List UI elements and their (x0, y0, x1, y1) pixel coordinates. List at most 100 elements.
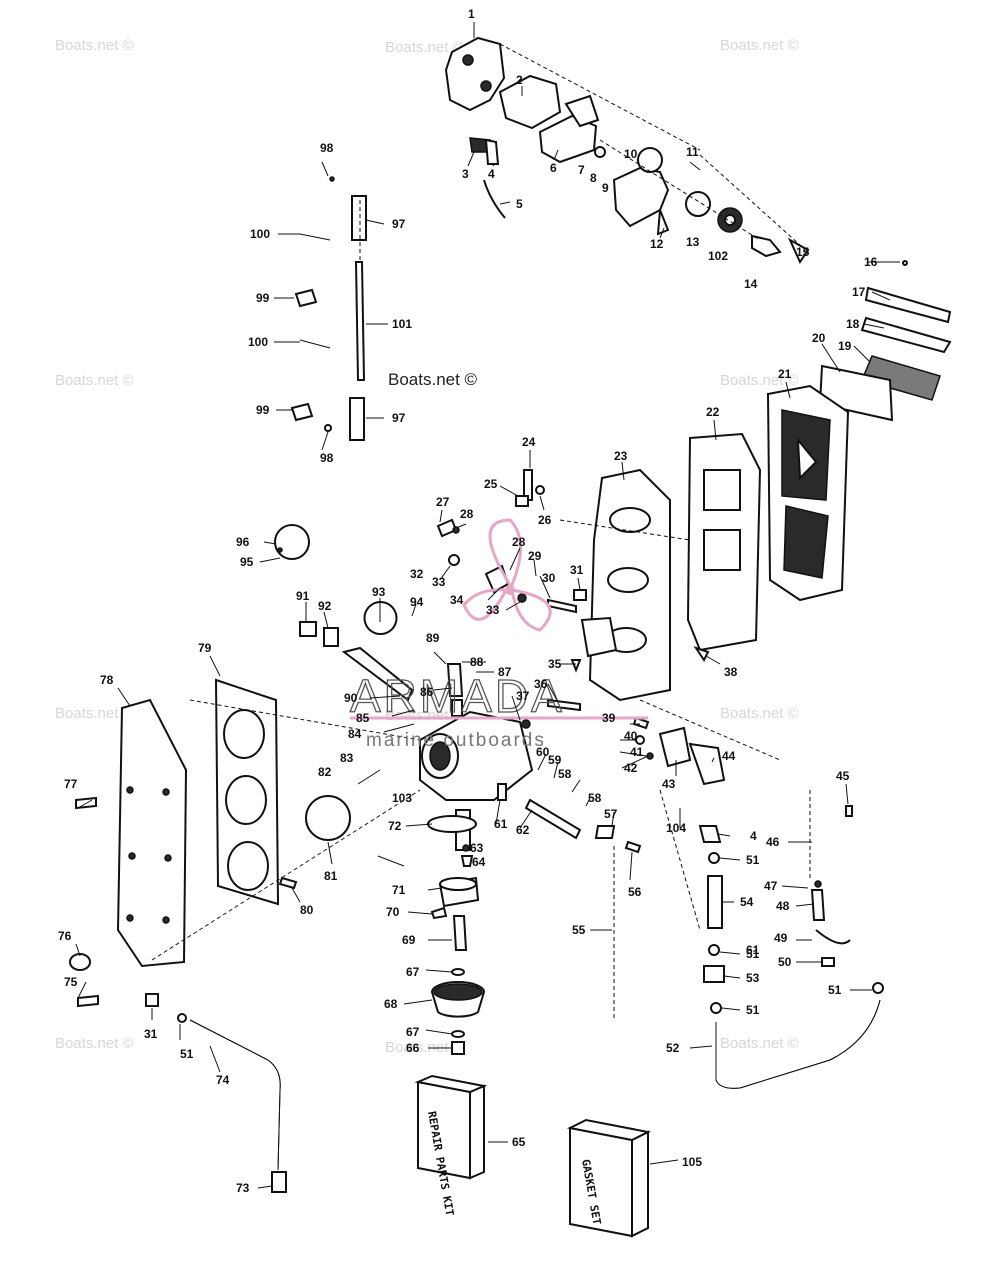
callout-label: 23 (614, 449, 628, 463)
callout-label: 68 (384, 997, 398, 1011)
callout-label: 16 (864, 255, 878, 269)
callout-label: 30 (542, 571, 556, 585)
callout-label: 31 (570, 563, 584, 577)
callout-label: 89 (426, 631, 440, 645)
callout-label: 84 (348, 727, 362, 741)
callout-label: 98 (320, 451, 334, 465)
callout-label: 59 (548, 753, 562, 767)
linkage-hardware (436, 469, 726, 786)
callout-label: 99 (256, 403, 270, 417)
brand-logo: ARMADA marine outboards (349, 518, 648, 751)
watermark: Boats.net © (385, 707, 464, 724)
callout-label: 93 (372, 585, 386, 599)
callout-label: 60 (536, 745, 550, 759)
watermark: Boats.net © (385, 1039, 464, 1056)
brand-tagline: marine outboards (366, 730, 546, 751)
reed-assembly (818, 260, 952, 422)
fuel-lines (594, 790, 884, 1089)
callout-label: 58 (588, 791, 602, 805)
callout-label: 44 (722, 749, 736, 763)
callout-label: 52 (666, 1041, 680, 1055)
callout-label: 31 (144, 1027, 158, 1041)
callout-label: 92 (318, 599, 332, 613)
callout-label: 34 (450, 593, 464, 607)
callout-label: 15 (796, 245, 810, 259)
callout-label: 67 (406, 1025, 420, 1039)
callout-label: 5 (516, 197, 523, 211)
callout-label: 97 (392, 217, 406, 231)
callout-label: 100 (248, 335, 268, 349)
callout-label: 2 (516, 73, 523, 87)
callout-label: 65 (512, 1135, 526, 1149)
callout-label: 102 (708, 249, 728, 263)
callout-label: 51 (746, 853, 760, 867)
callout-label: 29 (528, 549, 542, 563)
callout-label: 21 (778, 367, 792, 381)
callout-label: 67 (406, 965, 420, 979)
callout-label: 58 (558, 767, 572, 781)
throttle-linkage (290, 176, 367, 441)
callout-label: 28 (512, 535, 526, 549)
callout-label: 75 (64, 975, 78, 989)
float-bowl-assembly (427, 815, 486, 1055)
callout-label: 90 (344, 691, 358, 705)
callout-label: 11 (686, 145, 699, 159)
callout-label: 45 (836, 769, 850, 783)
drain-hose (145, 993, 287, 1193)
callout-label: 73 (236, 1181, 250, 1195)
callout-label: 61 (494, 817, 508, 831)
callout-label: 50 (778, 955, 792, 969)
callout-label: 69 (402, 933, 416, 947)
watermark: Boats.net © (720, 372, 799, 389)
callout-label: 3 (462, 167, 469, 181)
repair-parts-kit: REPAIR PARTS KIT (414, 1074, 488, 1217)
gasket-set: GASKET SET (566, 1118, 652, 1238)
callout-label: 6 (550, 161, 557, 175)
callout-label: 81 (324, 869, 338, 883)
callout-label: 13 (686, 235, 700, 249)
callout-label: 83 (340, 751, 354, 765)
callout-label: 24 (522, 435, 536, 449)
callout-label: 72 (388, 819, 402, 833)
callout-label: 51 (746, 947, 760, 961)
callout-label: 100 (250, 227, 270, 241)
callout-label: 22 (706, 405, 720, 419)
watermark: Boats.net © (55, 1035, 134, 1052)
callout-label: 43 (662, 777, 676, 791)
callout-label: 104 (666, 821, 686, 835)
callout-label: 63 (470, 841, 484, 855)
callout-label: 36 (534, 677, 548, 691)
callout-label: 14 (744, 277, 758, 291)
callout-label: 4 (488, 167, 495, 181)
callout-label: 40 (624, 729, 638, 743)
watermark: Boats.net © (720, 37, 799, 54)
callout-label: 51 (828, 983, 842, 997)
watermark: Boats.net © (720, 1035, 799, 1052)
callout-label: 78 (100, 673, 114, 687)
callout-label: 35 (548, 657, 562, 671)
callout-label: 20 (812, 331, 826, 345)
callout-label: 41 (630, 745, 644, 759)
callout-label: 88 (470, 655, 484, 669)
callout-label: 4 (750, 829, 757, 843)
callout-label: 26 (538, 513, 552, 527)
watermark: Boats.net © (55, 705, 134, 722)
callout-label: 42 (624, 761, 638, 775)
callout-label: 53 (746, 971, 760, 985)
callout-label: 19 (838, 339, 852, 353)
callout-label: 79 (198, 641, 212, 655)
callout-label: 56 (628, 885, 642, 899)
callout-label: 54 (740, 895, 754, 909)
callout-label: 61 (746, 943, 760, 957)
callout-label: 94 (410, 595, 424, 609)
callout-label: 105 (682, 1155, 702, 1169)
fuel-pump-assembly (444, 36, 810, 265)
callout-label: 48 (776, 899, 790, 913)
watermark: Boats.net © (55, 37, 134, 54)
callout-label: 37 (516, 689, 530, 703)
callout-label: 64 (472, 855, 486, 869)
callout-label: 33 (486, 603, 500, 617)
callout-label: 57 (604, 807, 618, 821)
watermark: Boats.net © (720, 705, 799, 722)
